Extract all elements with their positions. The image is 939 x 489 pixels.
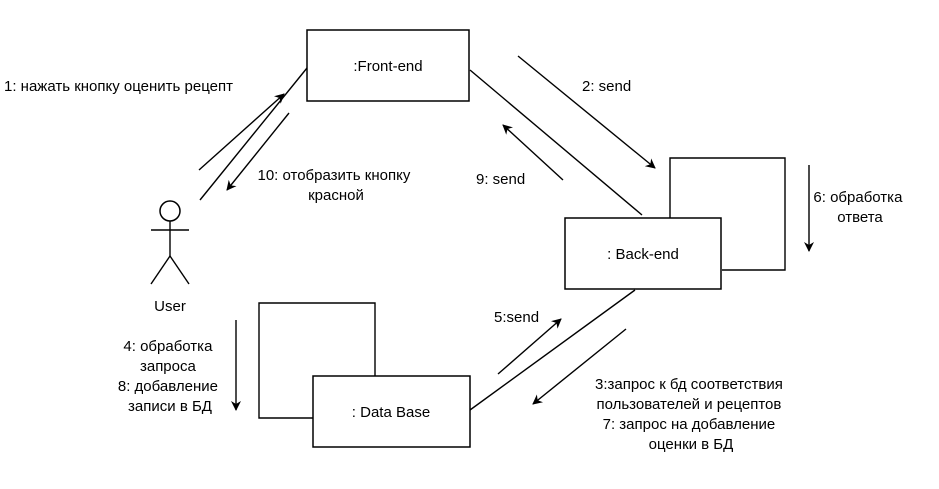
database-node: : Data Base <box>258 302 471 448</box>
link-user-frontend <box>199 67 308 201</box>
message-1-label: 1: нажать кнопку оценить рецепт <box>4 78 233 95</box>
frontend-node: :Front-end <box>306 29 470 102</box>
arrow-m1 <box>198 93 285 171</box>
link-backend-database <box>469 289 636 411</box>
message-10-label: 10: отобразить кнопку красной <box>257 167 414 204</box>
link-frontend-backend <box>469 69 643 216</box>
message-5-label: 5:send <box>494 309 539 326</box>
message-9-label: 9: send <box>476 171 525 188</box>
user-actor: User <box>150 200 190 315</box>
user-label: User <box>154 298 186 315</box>
arrow-m2 <box>517 55 656 169</box>
message-6-label: 6: обработка ответа <box>813 189 906 226</box>
arrow-m5 <box>497 318 562 375</box>
arrow-m3-m7 <box>532 328 627 405</box>
arrow-m10 <box>226 112 290 191</box>
message-3-7-label: 3:запрос к бд соответствия пользователей… <box>595 376 787 453</box>
message-4-8-label: 4: обработка запроса 8: добавление запис… <box>118 338 222 415</box>
backend-label: : Back-end <box>607 246 679 263</box>
arrow-m9 <box>502 124 564 181</box>
database-label: : Data Base <box>352 404 430 421</box>
backend-node: : Back-end <box>564 157 786 290</box>
frontend-label: :Front-end <box>353 58 422 75</box>
message-2-label: 2: send <box>582 78 631 95</box>
user-head-icon <box>159 200 181 222</box>
